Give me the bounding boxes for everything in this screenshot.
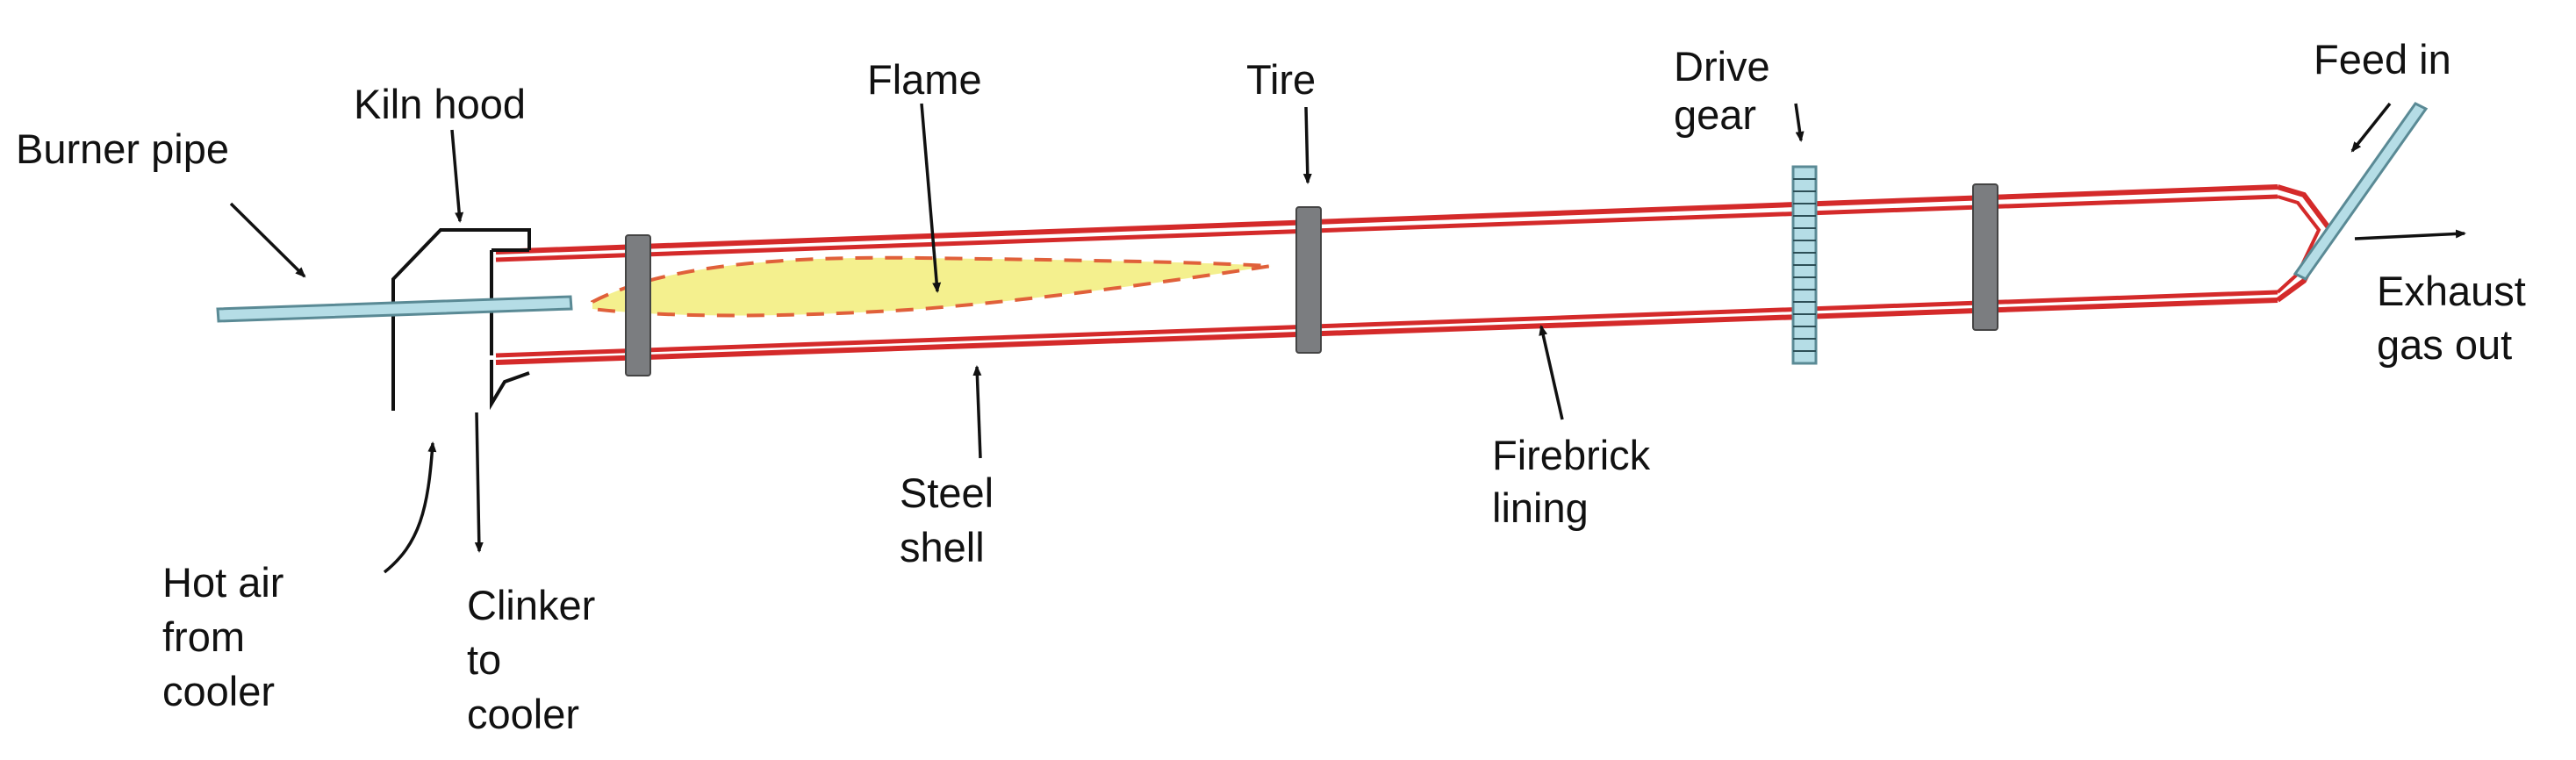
burner-pipe <box>216 295 573 323</box>
tire-1 <box>625 234 651 376</box>
shell-feed-end-inner <box>2276 195 2321 294</box>
flame-body <box>591 255 1272 318</box>
arrow-firebrick <box>1539 325 1564 420</box>
label-exhaust: Exhaust gas out <box>2377 268 2537 368</box>
tire-2 <box>1295 206 1322 354</box>
label-steel-shell: Steel shell <box>900 470 1005 570</box>
label-clinker: Clinker to cooler <box>467 582 606 737</box>
arrow-hot-air <box>383 441 437 574</box>
arrow-flame <box>920 103 942 293</box>
arrow-drive-gear <box>1794 103 1805 142</box>
tire-3 <box>1972 183 1998 331</box>
label-hot-air: Hot air from cooler <box>162 559 296 714</box>
arrow-clinker <box>474 412 484 553</box>
shell-top-outer <box>495 184 2278 255</box>
label-firebrick: Firebrick lining <box>1492 432 1661 531</box>
tires <box>625 183 1998 376</box>
kiln-hood <box>391 228 531 411</box>
arrow-exhaust <box>2354 229 2466 240</box>
label-tire: Tire <box>1246 56 1316 103</box>
arrow-burner-pipe <box>229 202 306 278</box>
burner-pipe-body <box>216 295 573 323</box>
labels: Burner pipe Kiln hood Flame Tire Drive g… <box>16 36 2537 737</box>
label-drive-gear: Drive gear <box>1674 43 1782 138</box>
arrow-steel-shell <box>972 365 982 459</box>
arrow-tire <box>1302 106 1312 184</box>
feed-pipe-body <box>2293 102 2429 281</box>
label-flame: Flame <box>867 56 982 103</box>
arrow-feed-in <box>2350 102 2392 153</box>
label-feed-in: Feed in <box>2314 36 2451 82</box>
drive-gear <box>1791 165 1818 365</box>
arrows <box>229 102 2466 574</box>
flame <box>591 255 1272 318</box>
feed-pipe <box>2293 102 2429 281</box>
label-kiln-hood: Kiln hood <box>354 81 526 127</box>
label-burner-pipe: Burner pipe <box>16 125 229 172</box>
arrow-kiln-hood <box>450 129 464 223</box>
shell-top-inner <box>495 194 2278 262</box>
